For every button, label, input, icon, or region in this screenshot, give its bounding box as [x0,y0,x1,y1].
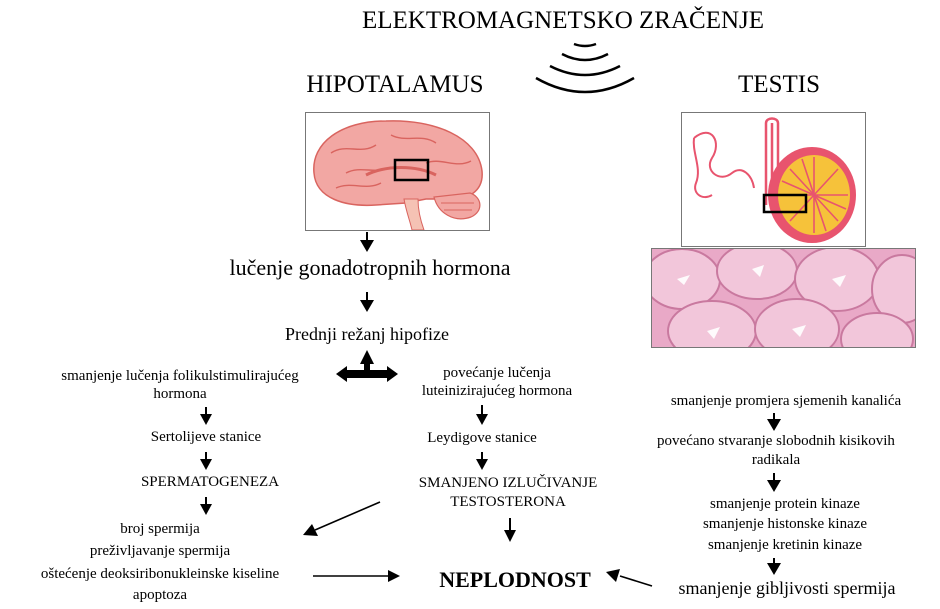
arrow-leydig-to-testosterone [476,452,488,470]
arrow-brain-to-gonadotropin [360,232,374,252]
arrow-tubules-to-radicals [767,413,781,431]
arrow-spermatogenesis-to-effects [200,497,212,515]
arrow-testosterone-to-infertility [504,518,516,542]
arrow-lh-to-leydig [476,405,488,425]
arrow-dna-damage-to-infertility [313,570,400,582]
arrow-sertoli-to-spermatogenesis [200,452,212,470]
pituitary-branch-arrows [336,350,398,382]
arrow-gonadotropin-to-pituitary [360,292,374,312]
arrow-kinases-to-motility [767,558,781,575]
arrow-fsh-to-sertoli [200,407,212,425]
arrow-radicals-to-kinases [767,473,781,492]
arrow-testosterone-to-effects [303,502,380,536]
arrow-motility-to-infertility [606,569,652,586]
